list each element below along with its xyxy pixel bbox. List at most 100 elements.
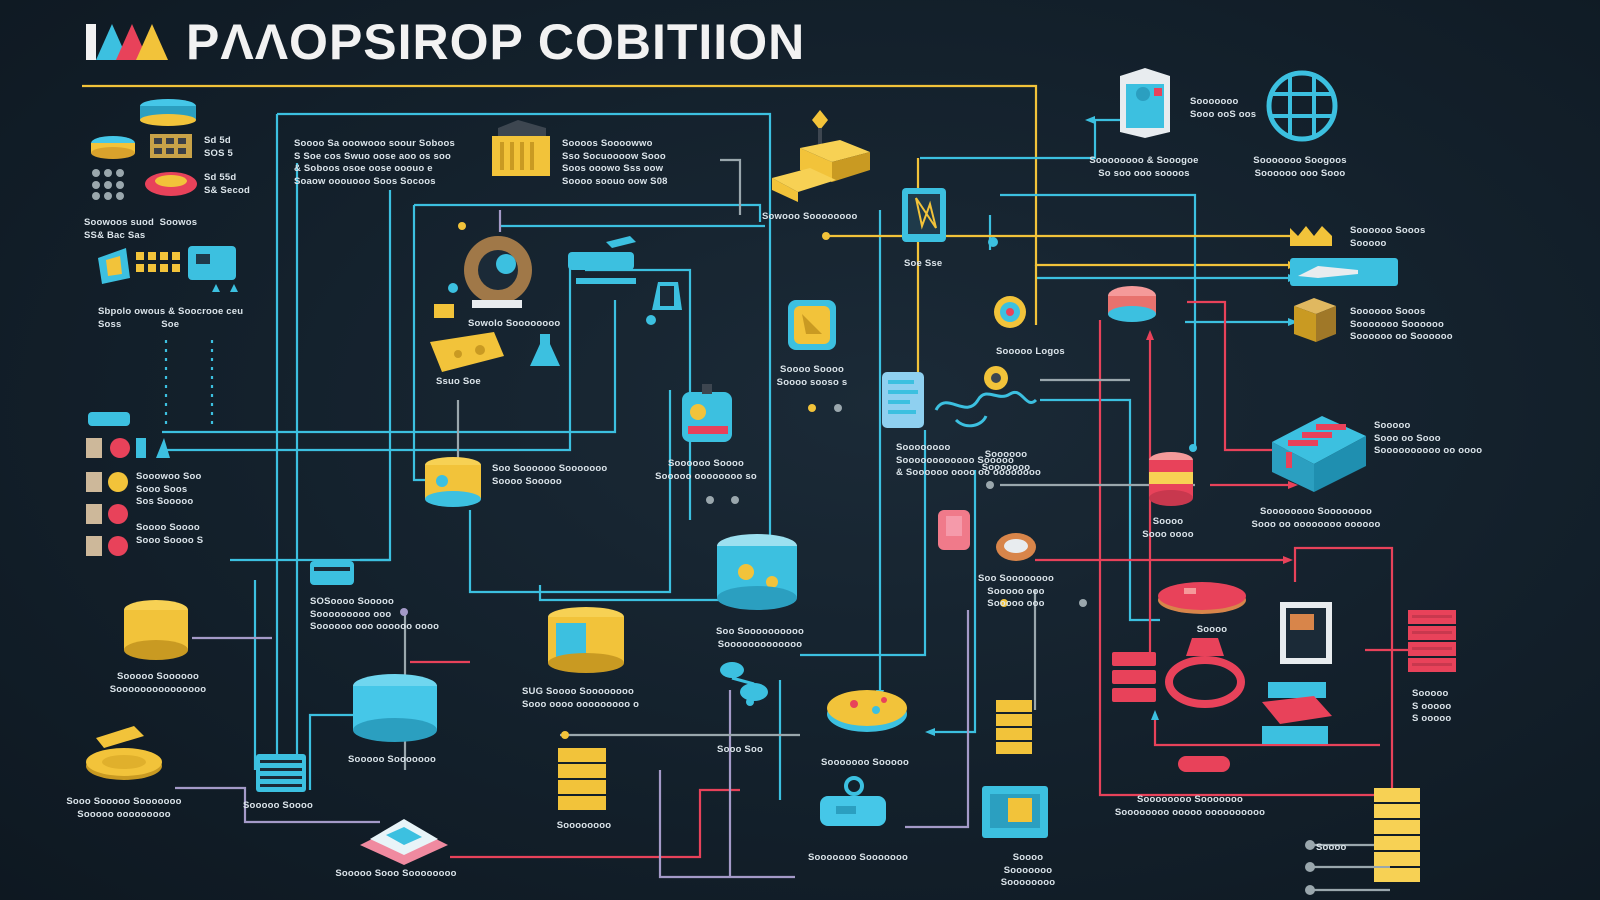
pillow-icon <box>360 819 448 865</box>
connector-cyan-15 <box>920 118 1140 160</box>
label-31: Sooooo Sooooooo <box>348 754 436 765</box>
connector-gray-3 <box>720 158 742 215</box>
pink-jar-icon <box>938 510 970 550</box>
label-23: Soooooooo Soooooooooooo Sooooo & Soooooo… <box>896 442 1042 478</box>
label-13: Soooo Soooo Sooo Soooo S <box>136 522 204 546</box>
keypad-icon <box>92 169 124 200</box>
connector-red-1 <box>1098 320 1394 797</box>
label-4: Sbpolo owous & Soocrooe ceu Soss Soe <box>98 306 244 330</box>
status-list-icon <box>86 438 170 556</box>
connector-red-8 <box>450 788 740 859</box>
diagram-title: PΛΛOPSIROP COBITIION <box>86 14 805 70</box>
connector-lavender-5 <box>658 770 795 879</box>
pizza-icon <box>827 690 907 732</box>
gear-machine-icon <box>434 236 532 318</box>
connector-red-7 <box>1153 720 1380 747</box>
label-20: Sooooo Sooo oo Sooo Soooooooooo oo oooo <box>1374 420 1483 456</box>
gold-cube-stack-icon <box>996 700 1032 754</box>
label-41: Soooo <box>1196 624 1228 635</box>
screen-panel-icon <box>982 786 1048 838</box>
cyan-panel-icon <box>568 236 682 310</box>
label-19: Sooooo Logos <box>996 346 1065 357</box>
connector-yellow-header <box>82 84 1288 267</box>
yellow-barrel-icon <box>124 600 188 660</box>
label-1: Sd 5d SOS 5 <box>204 135 233 159</box>
label-38: Soooooooo Sooooooo Soooooooo ooooo ooooo… <box>1114 794 1266 818</box>
connector-cyan-6 <box>162 255 572 452</box>
label-43: Soooo <box>1316 842 1347 853</box>
red-server-stack-icon <box>1408 610 1456 672</box>
flask-icon <box>530 334 560 366</box>
label-17: Soooooo Sooos Sooooo <box>1350 225 1426 249</box>
label-24: Soooooo Soooo Sooooo oooooooo so <box>655 458 757 482</box>
crown-icon <box>1290 226 1332 246</box>
blue-robot-icon <box>820 776 886 826</box>
battery-icon <box>548 607 624 673</box>
connector-cyan-1 <box>277 112 772 545</box>
label-40: Sooooo S ooooo S ooooo <box>1412 688 1452 724</box>
label-3: Soowoos suod Soowos SS& Bac Sas <box>84 217 198 241</box>
label-42: Sooo Soo <box>717 744 763 755</box>
connector-cyan-4 <box>360 190 392 562</box>
label-18: Soooooo Sooos Sooooooo Soooooo Soooooo o… <box>1350 306 1453 342</box>
label-11: Soe Sse <box>904 258 943 269</box>
connector-cyan-5 <box>162 300 617 434</box>
label-35: Sooooooo Sooooo <box>821 757 909 768</box>
drive-box-icon <box>310 561 354 585</box>
title-logo-icon <box>86 24 168 60</box>
label-9: Ssuo Soe <box>436 376 481 387</box>
compass-node-icon <box>994 296 1026 328</box>
label-21: Soooooooo Soooooooo Sooo oo oooooooo ooo… <box>1251 506 1381 530</box>
label-27: Sooooo Soooooo Sooooooooooooooo <box>109 671 207 695</box>
label-5: Soooo Sa ooowooo soour Soboos S Soe cos … <box>294 138 455 187</box>
connector-lavender-3 <box>175 786 380 824</box>
tablet-icon <box>882 372 924 428</box>
label-10: Soooo Soooo Soooo sooso s <box>776 364 848 388</box>
label-33: Sooooo Soooo <box>243 800 313 811</box>
yellow-stack-icon <box>558 748 606 810</box>
label-32: Sooo Sooooo Sooooooo Sooooo ooooooooo <box>66 796 182 820</box>
copper-disk-icon <box>996 533 1036 561</box>
gold-box-icon <box>1294 298 1336 342</box>
user-shield-icon <box>1120 68 1170 138</box>
ring-icon <box>1165 638 1245 708</box>
cyan-card-icon <box>902 188 946 242</box>
gold-server-icon <box>492 120 550 176</box>
label-22: Soooo Sooo oooo <box>1142 516 1194 540</box>
cyan-drum-icon <box>353 674 437 742</box>
label-25: Soo Soooooo Sooooooo Soooo Sooooo <box>492 463 608 487</box>
gold-bar-tower-icon <box>772 110 870 202</box>
red-disk-icon <box>145 172 197 196</box>
server-board-icon <box>1272 416 1366 492</box>
yellow-tile-icon <box>788 300 836 350</box>
valve-node-icon <box>720 662 768 701</box>
junction-dots <box>400 222 1315 895</box>
connector-lavender-2 <box>905 610 970 829</box>
label-14: Sooooooo Sooo ooS oos <box>1190 96 1257 120</box>
cyan-bar-icon <box>1290 258 1398 286</box>
connector-cyan-7 <box>414 203 762 222</box>
label-44: Soooooo Sooooooo <box>981 449 1031 473</box>
label-15: Soooooooo & Sooogoe So soo ooo soooos <box>1089 155 1199 179</box>
cheese-icon <box>430 332 504 372</box>
label-6: Soooos Soooowwo Sso Socuoooow Sooo Soos … <box>562 138 668 187</box>
connector-cyan-25 <box>1040 398 1160 622</box>
label-34: Soooooooo <box>556 820 612 831</box>
label-29: Soo Soooooooooo Sooooooooooooo <box>716 626 804 650</box>
rack-icon <box>256 754 306 792</box>
globe-grid-icon <box>1266 70 1338 142</box>
connector-red-2 <box>1187 300 1290 452</box>
label-28: SOSoooo Sooooo Sooooooooo ooo Soooooo oo… <box>310 596 440 632</box>
diagram-title-text: PΛΛOPSIROP COBITIION <box>186 14 806 70</box>
coin-stack-icon <box>86 726 162 780</box>
tray-icon <box>88 412 130 426</box>
disk-icon <box>91 136 135 159</box>
server-top-icon <box>140 99 196 126</box>
label-30: SUG Soooo Soooooooo Sooo oooo ooooooooo … <box>522 686 640 710</box>
red-capsule-icon <box>1178 756 1230 772</box>
circuit-network-icon <box>934 366 1038 428</box>
label-8: Sowolo Soooooooo <box>468 318 561 329</box>
connector-cyan-10 <box>468 390 672 594</box>
connector-cyan-23 <box>538 585 770 602</box>
